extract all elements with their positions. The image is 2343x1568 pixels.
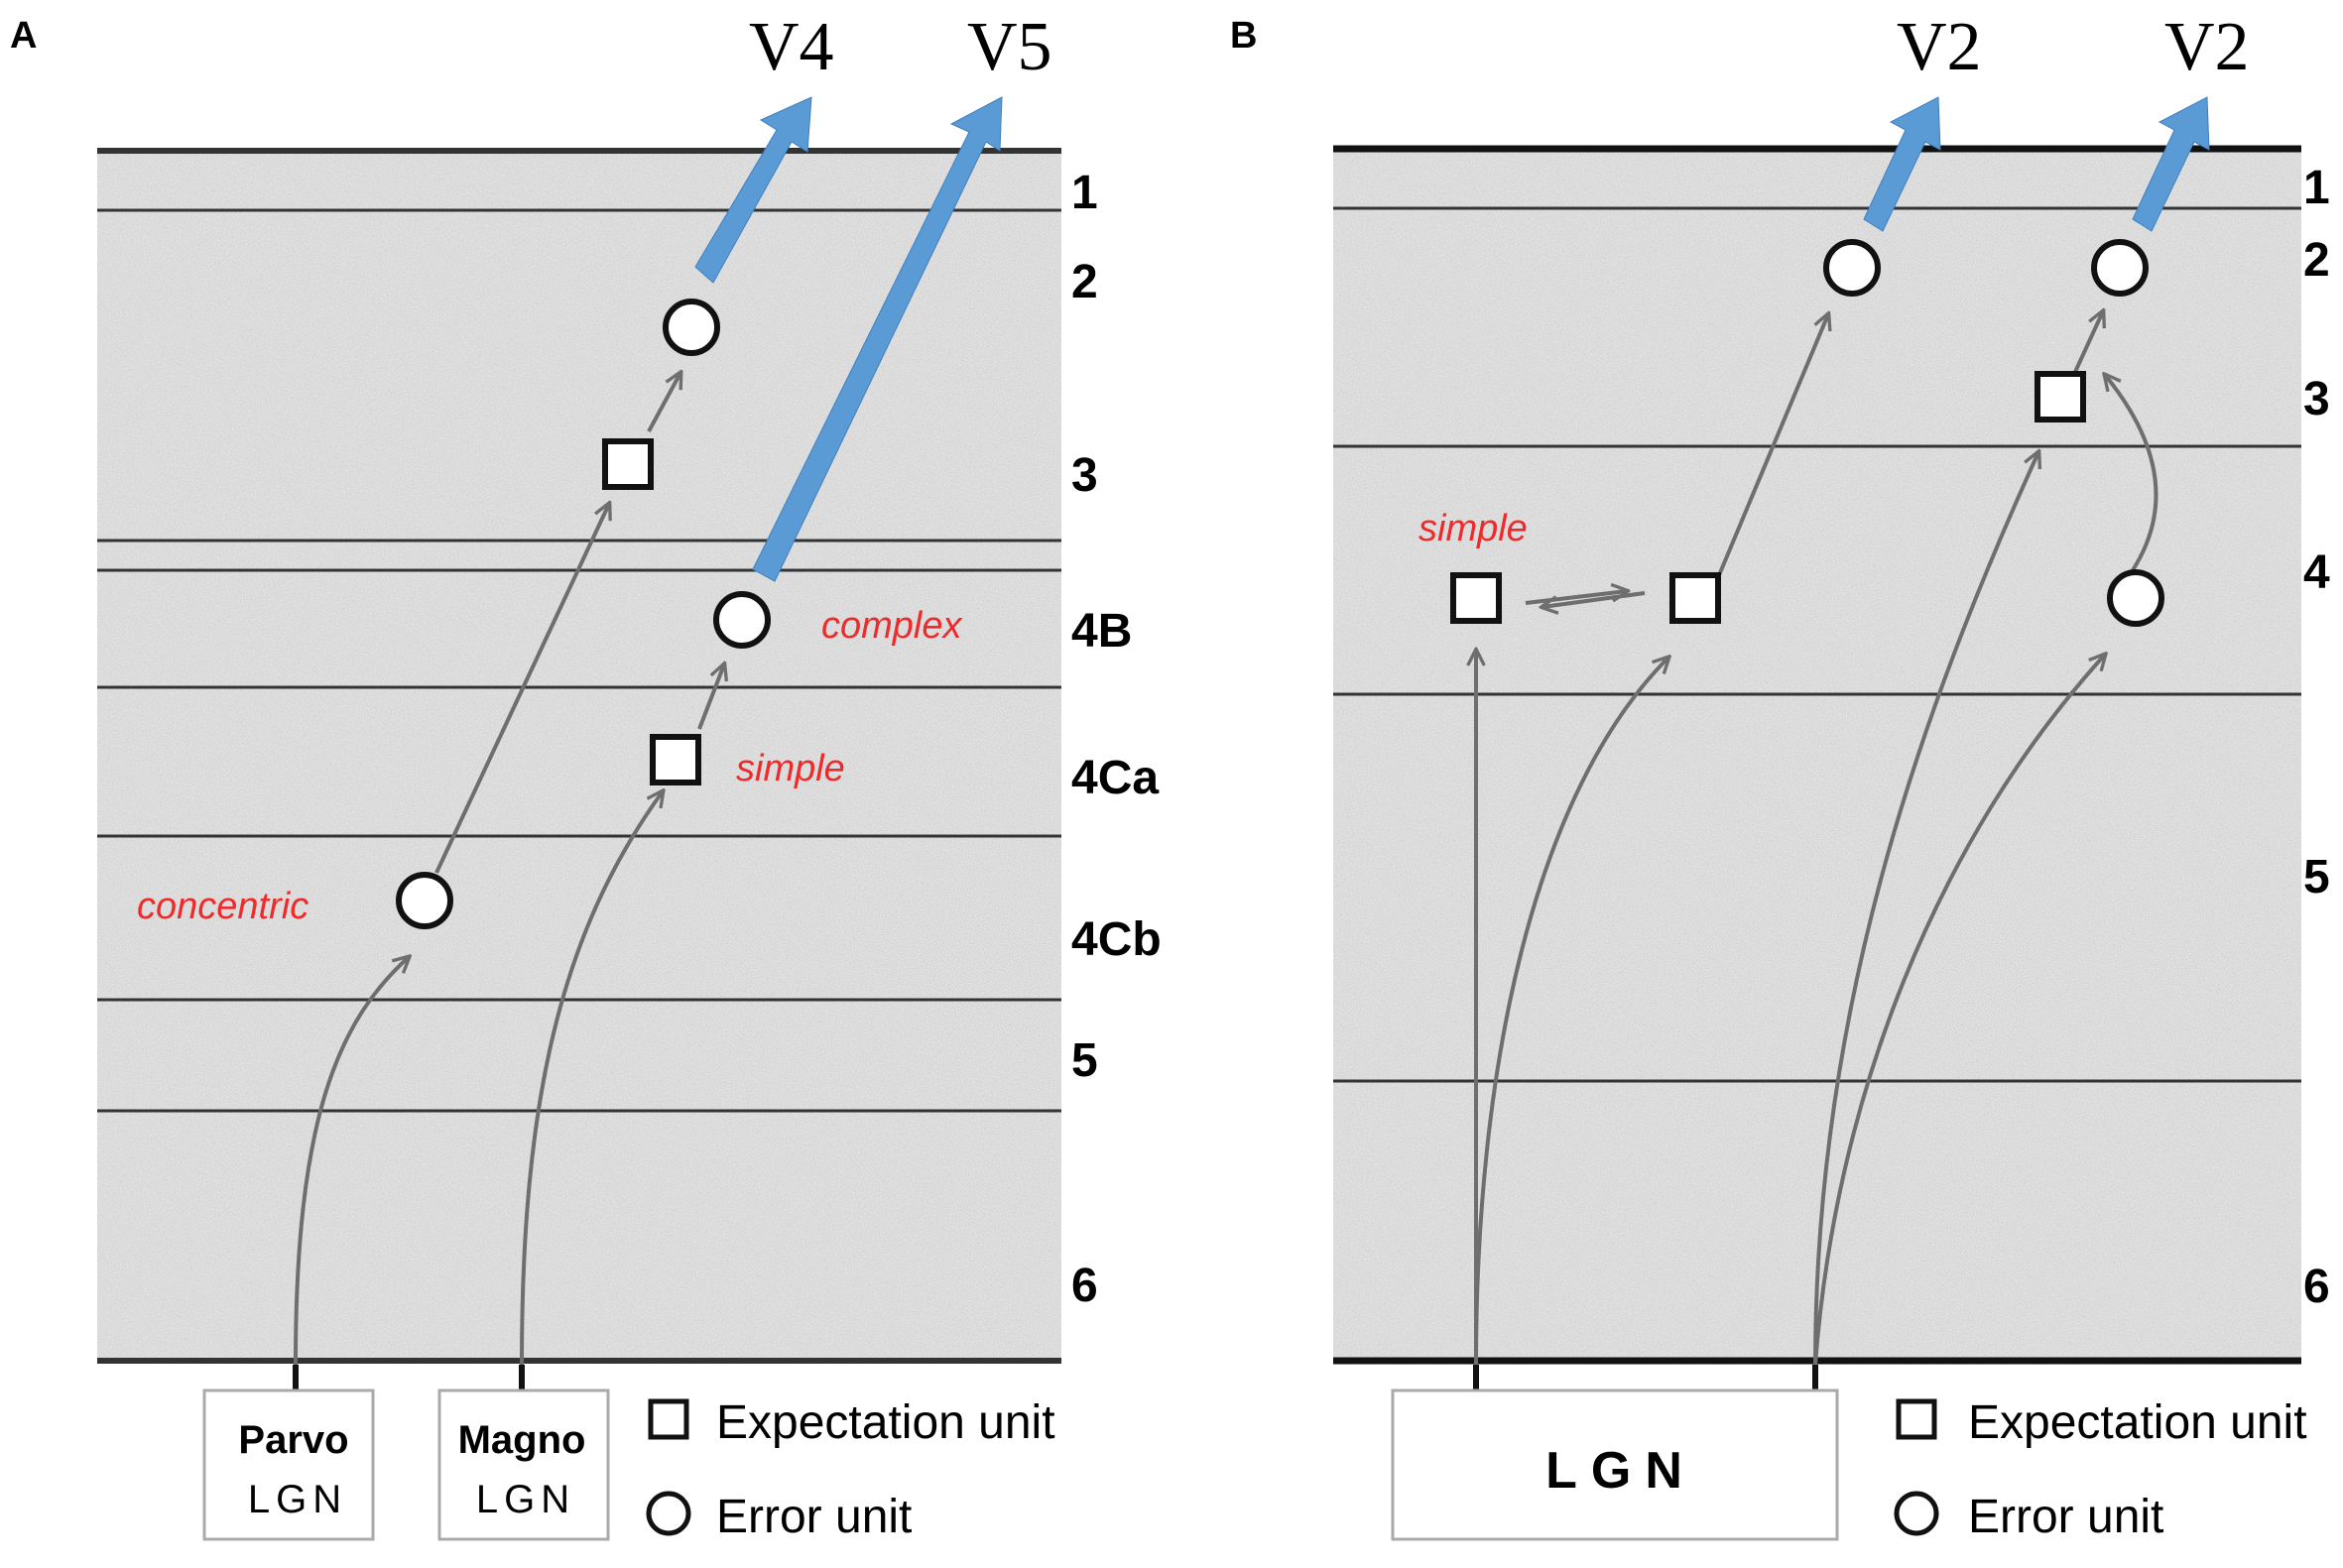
panel-a-layer-labels: 1 2 3 4B 4Ca 4Cb 5 6: [1071, 167, 1162, 1312]
error-unit: [713, 591, 771, 649]
layer-label: 2: [1071, 256, 1098, 308]
panel-b-legend: Expectation unit Error unit: [1894, 1396, 2307, 1543]
legend-error-label: Error unit: [1968, 1491, 2163, 1543]
cell-type-label: concentric: [137, 886, 308, 927]
layer-label: 4Ca: [1071, 752, 1159, 804]
panel-a-connections: [293, 373, 724, 1390]
panel-a-letter: A: [10, 15, 37, 57]
layer-label: 3: [2303, 373, 2330, 425]
source-box: [1391, 1388, 1839, 1541]
layer-label: 5: [1071, 1034, 1098, 1087]
error-unit: [2107, 569, 2164, 627]
feedforward-arrow-v4: [694, 96, 812, 284]
source-box-subtitle: LGN: [476, 1478, 575, 1521]
legend-expectation-label: Expectation unit: [1968, 1396, 2307, 1449]
target-area-label: V5: [967, 9, 1052, 85]
panel-b-letter: B: [1230, 15, 1257, 57]
source-box: [437, 1388, 610, 1541]
connection-arrow: [2105, 375, 2158, 572]
lgn-box: LGN: [1391, 1388, 1839, 1541]
legend-expectation-label: Expectation unit: [716, 1396, 1055, 1449]
layer-label: 1: [1071, 167, 1098, 219]
cell-type-label: simple: [736, 748, 845, 789]
connection-arrow: [1813, 655, 2105, 1366]
layer-label: 6: [2303, 1261, 2330, 1313]
layer-label: 1: [2303, 162, 2330, 214]
panel-a-units: [396, 299, 771, 929]
error-unit: [396, 872, 453, 929]
feedforward-arrow-v2: [2132, 96, 2210, 232]
panel-b-connections: [1474, 311, 2158, 1390]
layer-label: 5: [2303, 851, 2330, 904]
connection-arrow: [434, 504, 609, 874]
panel-b-layer-labels: 1 2 3 4 5 6: [2303, 162, 2330, 1313]
connection-arrow: [1474, 658, 1668, 1366]
source-box: [202, 1388, 375, 1541]
error-unit: [663, 299, 720, 356]
panel-a-layer-boundaries: [97, 148, 1061, 1364]
connection-arrow: [1525, 591, 1627, 605]
source-box-subtitle: LGN: [248, 1478, 347, 1521]
target-area-label: V2: [1897, 9, 1982, 85]
panel-a-cortex: [97, 151, 1061, 1361]
layer-label: 2: [2303, 234, 2330, 287]
expectation-unit: [2035, 371, 2086, 422]
legend-error-icon: [1894, 1491, 1939, 1536]
connection-arrow: [697, 664, 724, 730]
panel-a: A 1 2 3 4B 4Ca 4Cb 5 6 V4 V5: [10, 9, 1162, 1543]
feedforward-arrow-v2: [1863, 96, 1941, 232]
layer-label: 6: [1071, 1260, 1098, 1312]
connection-arrow: [1813, 452, 2038, 1366]
layer-label: 3: [1071, 449, 1098, 502]
panel-a-legend: Expectation unit Error unit: [646, 1396, 1055, 1543]
cell-type-label: complex: [821, 605, 963, 647]
expectation-unit: [602, 438, 654, 490]
panel-b-units: [1450, 239, 2164, 627]
connection-arrow: [520, 791, 663, 1366]
expectation-unit: [1669, 572, 1721, 624]
parvo-lgn-box: Parvo LGN: [202, 1388, 375, 1541]
panel-b: B 1 2 3 4 5 6 V2 V2: [1230, 9, 2330, 1543]
legend-error-icon: [646, 1491, 691, 1536]
connection-arrow: [2073, 311, 2103, 373]
legend-expectation-icon: [648, 1398, 689, 1440]
connection-arrow: [647, 373, 680, 432]
error-unit: [2091, 239, 2149, 297]
expectation-unit: [1450, 572, 1502, 624]
connection-arrow: [1717, 314, 1828, 576]
connection-arrow: [294, 957, 409, 1366]
cell-type-label: simple: [1418, 508, 1528, 549]
layer-label: 4Cb: [1071, 913, 1162, 966]
layer-label: 4B: [1071, 605, 1132, 658]
source-box-title: Parvo: [238, 1418, 348, 1462]
error-unit: [1823, 239, 1881, 297]
feedforward-arrow-v5: [752, 96, 1003, 582]
source-box-title: Magno: [458, 1418, 586, 1462]
target-area-label: V2: [2164, 9, 2250, 85]
target-area-label: V4: [749, 9, 834, 85]
legend-expectation-icon: [1896, 1398, 1937, 1440]
magno-lgn-box: Magno LGN: [437, 1388, 610, 1541]
source-box-title: LGN: [1545, 1442, 1696, 1500]
panel-b-cortex: [1333, 149, 2301, 1361]
layer-label: 4: [2303, 546, 2330, 599]
legend-error-label: Error unit: [716, 1491, 912, 1543]
expectation-unit: [650, 734, 701, 785]
